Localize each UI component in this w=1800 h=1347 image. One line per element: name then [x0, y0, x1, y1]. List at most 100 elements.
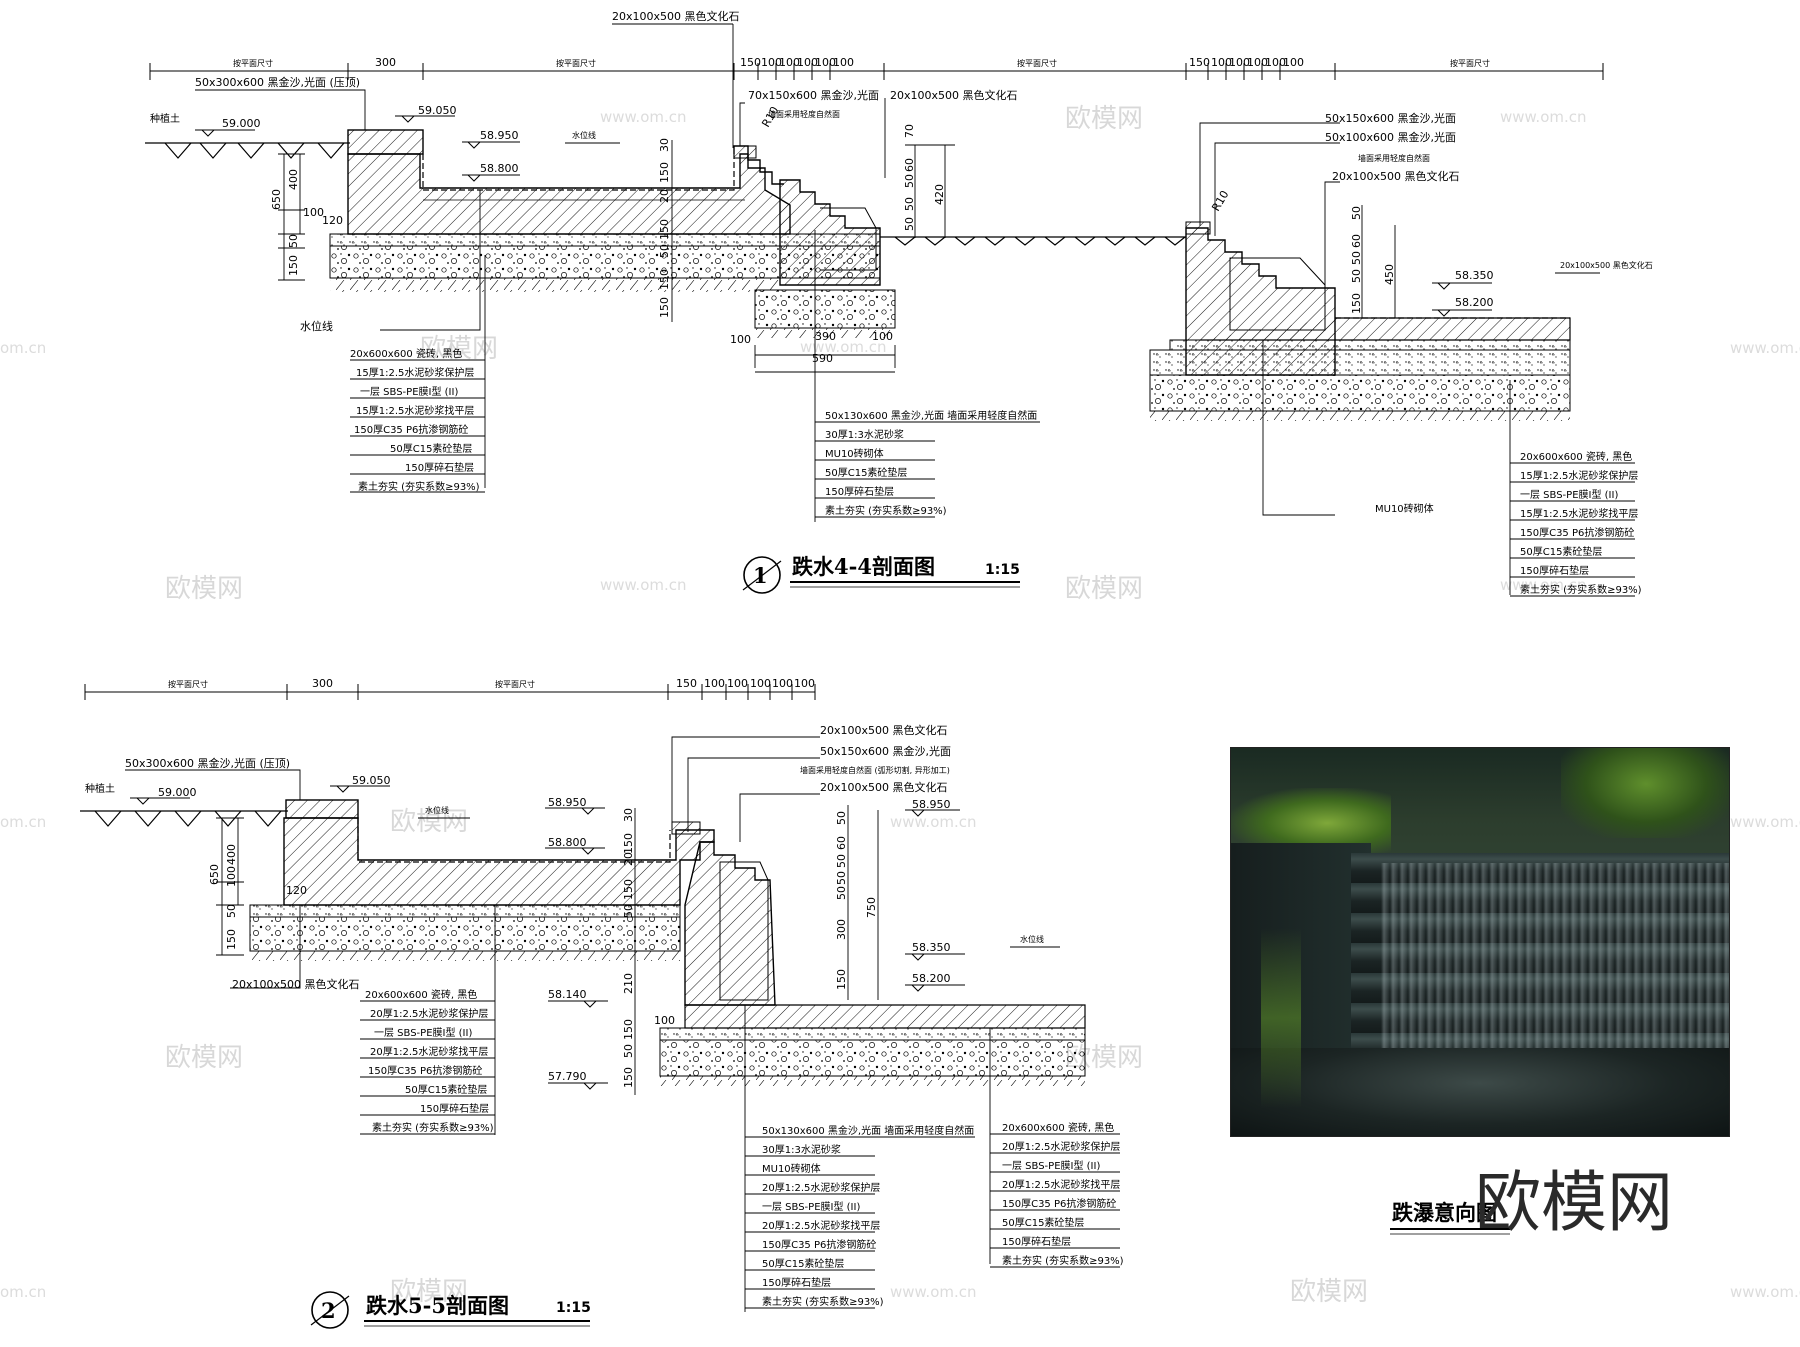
layer-label: 一层 SBS-PE膜I型 (II) — [1002, 1159, 1100, 1172]
dim: 420 — [933, 184, 946, 205]
layer-label: 素土夯实 (夯实系数≥93%) — [358, 480, 480, 493]
elevation: 58.350 — [1455, 269, 1494, 282]
callout: 50x300x600 黑金沙,光面 (压顶) — [195, 75, 360, 89]
layer-label: 15厚1:2.5水泥砂浆保护层 — [1520, 469, 1638, 482]
dim: 150 — [658, 269, 671, 290]
layer-label: 150厚碎石垫层 — [1002, 1235, 1071, 1248]
dim: 150 — [225, 929, 238, 950]
dim: 150 — [658, 219, 671, 240]
dim: 400 — [225, 844, 238, 865]
watermark-url: www.om.cn — [1500, 576, 1587, 594]
layer-label: 15厚1:2.5水泥砂浆找平层 — [1520, 507, 1638, 520]
footing — [754, 289, 896, 329]
dim: 390 — [815, 330, 836, 343]
dim-label: 300 — [375, 56, 396, 69]
layer-label: 150厚C35 P6抗渗钢筋砼 — [762, 1238, 876, 1251]
dim: 60 — [903, 158, 916, 172]
watermark-logo: 欧模网 — [1065, 104, 1143, 134]
dim: 100 — [730, 333, 751, 346]
dim: 150 — [287, 255, 300, 276]
layer-label: 50厚C15素砼垫层 — [825, 466, 907, 479]
dim: 20 — [658, 189, 671, 203]
layer-label: 50厚C15素砼垫层 — [762, 1257, 844, 1270]
ground-soil — [145, 142, 350, 159]
dim: 590 — [812, 352, 833, 365]
layer-label: 150厚C35 P6抗渗钢筋砼 — [1002, 1197, 1116, 1210]
dim: 150 — [658, 297, 671, 318]
layer-label: 50x130x600 黑金沙,光面 墙面采用轻度自然面 — [825, 409, 1037, 422]
watermark-url: www.om.cn — [600, 576, 687, 594]
elevation: 59.000 — [158, 786, 197, 799]
watermark-url: om.cn — [0, 1283, 46, 1301]
elevation: 59.050 — [352, 774, 391, 787]
layer-label: 20厚1:2.5水泥砂浆找平层 — [1002, 1178, 1120, 1191]
section-number: 1 — [753, 563, 768, 588]
dim-label: 100 — [1247, 56, 1268, 69]
dim-label: 100 — [779, 56, 800, 69]
dim: 50 — [1350, 251, 1363, 265]
c15-layer — [329, 233, 881, 247]
dim: 150 — [835, 969, 848, 990]
label-water-level: 水位线 — [572, 130, 596, 140]
dim-label: 300 — [312, 677, 333, 690]
dim: 30 — [658, 138, 671, 152]
watermark-logo: 欧模网 — [390, 807, 468, 837]
watermark-logo: 欧模网 — [1065, 574, 1143, 604]
layer-label: 素土夯实 (夯实系数≥93%) — [762, 1295, 884, 1308]
layer-label: 150厚碎石垫层 — [762, 1276, 831, 1289]
dim: 120 — [286, 884, 307, 897]
layer-label: 50厚C15素砼垫层 — [1520, 545, 1602, 558]
layer-label: 150厚C35 P6抗渗钢筋砼 — [1520, 526, 1634, 539]
dim-label: 100 — [1283, 56, 1304, 69]
photo-caption: 跌瀑意向图 — [1392, 1200, 1497, 1225]
dim: 210 — [622, 973, 635, 994]
layer-label: 一层 SBS-PE膜I型 (II) — [374, 1026, 472, 1039]
label-water-level: 20x100x500 黑色文化石 — [1560, 260, 1653, 270]
dim: 400 — [287, 169, 300, 190]
layer-label: 150厚C35 P6抗渗钢筋砼 — [368, 1064, 482, 1077]
dim-label: 100 — [761, 56, 782, 69]
dim: 150 — [622, 1067, 635, 1088]
layer-label: 15厚1:2.5水泥砂浆保护层 — [356, 366, 474, 379]
watermark-url: om.cn — [0, 813, 46, 831]
layer-label: 150厚碎石垫层 — [1520, 564, 1589, 577]
dim: 150 — [658, 162, 671, 183]
label-planting-soil: 种植土 — [150, 112, 180, 125]
watermark-logo: 欧模网 — [390, 1277, 468, 1307]
layer-label: 20厚1:2.5水泥砂浆保护层 — [1002, 1140, 1120, 1153]
photo-caption-block: 跌瀑意向图 — [1390, 1200, 1510, 1235]
watermark-logo: 欧模网 — [165, 1043, 243, 1073]
dim: 300 — [835, 919, 848, 940]
watermark-url: www.om.cn — [800, 338, 887, 356]
layer-label: 20x600x600 瓷砖, 黑色 — [1002, 1121, 1114, 1134]
layer-label: 素土夯实 (夯实系数≥93%) — [1002, 1254, 1124, 1267]
section-1-drawing: 按平面尺寸 300 按平面尺寸 150 100 100 100 100 100 … — [145, 9, 1653, 597]
callout: 50x100x600 黑金沙,光面 — [1325, 130, 1456, 144]
layer-label: 50厚C15素砼垫层 — [390, 442, 472, 455]
callout: 50x150x600 黑金沙,光面 — [820, 744, 951, 758]
dim: 50 — [903, 217, 916, 231]
elevation: 59.050 — [418, 104, 457, 117]
dim: 30 — [622, 808, 635, 822]
brand-watermark: 欧模网 — [1475, 1164, 1673, 1241]
section-title: 跌水5-5剖面图 — [366, 1293, 509, 1318]
elevation: 58.200 — [912, 972, 951, 985]
callout: 墙面采用轻度自然面 — [1358, 153, 1430, 163]
dim: 150 — [622, 1019, 635, 1040]
layer-label: 20x600x600 瓷砖, 黑色 — [365, 988, 477, 1001]
layer-label: 素土夯实 (夯实系数≥93%) — [1520, 583, 1642, 596]
dim-label: 按平面尺寸 — [1450, 58, 1490, 68]
coping-block — [285, 799, 359, 819]
label-water-level: 水位线 — [425, 805, 449, 815]
dim: 50 — [287, 234, 300, 248]
elevation: 58.800 — [548, 836, 587, 849]
dim: 100 — [654, 1014, 675, 1027]
watermark-url: www.om.cn — [1730, 339, 1800, 357]
dim-label: 100 — [704, 677, 725, 690]
layer-label: 15厚1:2.5水泥砂浆找平层 — [356, 404, 474, 417]
watermark-url: www.om.cn — [600, 108, 687, 126]
waterfall-reference-photo — [1230, 747, 1730, 1137]
elevation: 59.000 — [222, 117, 261, 130]
dim-label: 按平面尺寸 — [556, 58, 596, 68]
